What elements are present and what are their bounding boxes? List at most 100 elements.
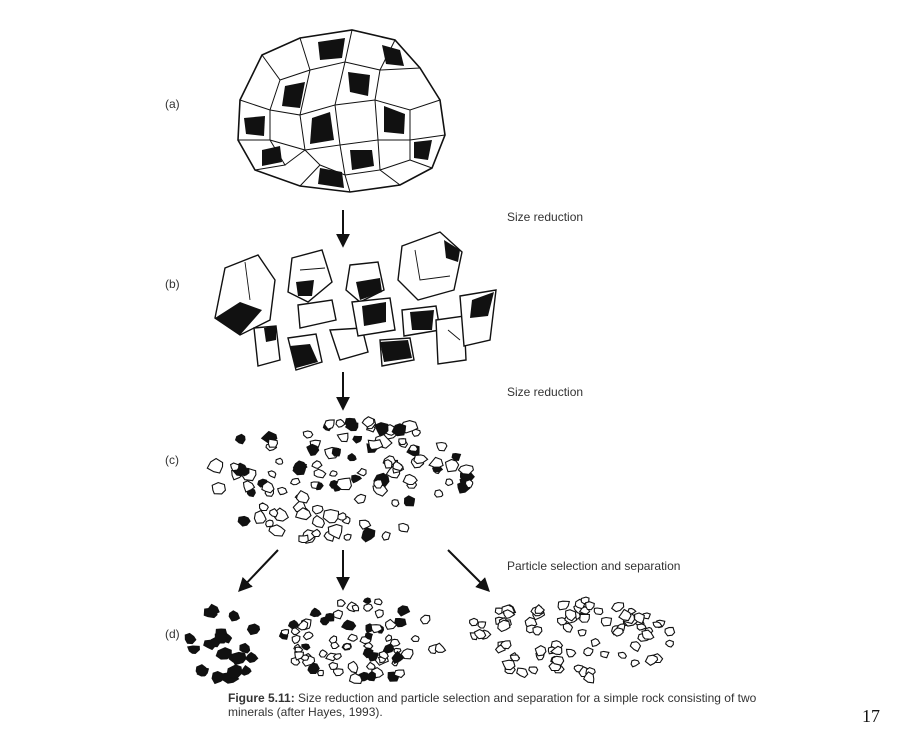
- light-particle: [323, 419, 335, 430]
- light-particle: [410, 634, 420, 642]
- light-particle: [337, 599, 347, 607]
- dark-particle: [341, 619, 357, 631]
- dark-particle: [234, 433, 246, 445]
- stage-label-c: (c): [165, 453, 179, 467]
- light-particle: [310, 528, 322, 538]
- dark-particle: [319, 616, 330, 626]
- light-particle: [600, 650, 610, 659]
- dark-particle: [361, 526, 376, 543]
- dark-particle: [206, 603, 220, 615]
- light-particle: [617, 651, 628, 659]
- dark-particle: [403, 495, 416, 507]
- step-label-size-reduction-2: Size reduction: [507, 385, 584, 399]
- light-particle: [294, 507, 312, 521]
- light-particle: [528, 666, 539, 675]
- step-label-size-reduction-1: Size reduction: [507, 210, 584, 224]
- dark-particle: [226, 664, 243, 679]
- dark-particle: [347, 453, 357, 462]
- light-particle: [229, 462, 240, 472]
- light-particle: [267, 438, 279, 448]
- dark-particle: [362, 597, 372, 604]
- stage-label-a: (a): [165, 97, 180, 111]
- separated-dark-mineral: [184, 603, 261, 685]
- particle-mixture: [206, 416, 475, 544]
- light-particle: [253, 509, 267, 524]
- light-particle: [381, 531, 391, 541]
- light-particle: [583, 671, 595, 684]
- step-label-separation: Particle selection and separation: [507, 559, 681, 573]
- light-particle: [428, 456, 444, 468]
- light-particle: [444, 478, 454, 487]
- light-particle: [389, 638, 401, 647]
- light-particle: [265, 519, 274, 528]
- light-particle: [464, 479, 474, 489]
- dark-particle: [246, 623, 261, 636]
- light-particle: [502, 609, 516, 620]
- light-particle: [359, 519, 372, 530]
- middlings-mixture: [278, 597, 447, 684]
- light-particle: [332, 653, 342, 661]
- page-number: 17: [862, 706, 880, 726]
- light-particle: [402, 473, 418, 486]
- light-particle: [316, 669, 324, 677]
- caption-label: Figure 5.11:: [228, 691, 295, 705]
- light-particle: [473, 628, 487, 640]
- light-particle: [590, 637, 601, 648]
- dark-particle: [344, 421, 359, 432]
- dark-particle: [331, 447, 341, 457]
- light-particle: [310, 481, 320, 490]
- dark-particle: [231, 651, 247, 666]
- light-particle: [327, 523, 343, 540]
- light-particle: [393, 669, 406, 679]
- dark-particle: [287, 619, 300, 630]
- dark-particle: [215, 647, 232, 660]
- light-particle: [434, 489, 444, 498]
- arrow-c-to-d-left: [238, 549, 279, 593]
- dark-particle: [240, 468, 250, 477]
- light-particle: [644, 654, 659, 666]
- light-particle: [311, 460, 323, 469]
- light-particle: [370, 624, 384, 634]
- dark-particle: [364, 632, 374, 641]
- dark-particle: [363, 670, 376, 682]
- light-particle: [343, 533, 352, 541]
- light-particle: [302, 430, 314, 439]
- stage-label-d: (d): [165, 627, 180, 641]
- light-particle: [328, 635, 338, 644]
- light-particle: [294, 651, 304, 661]
- dark-particle: [237, 515, 251, 527]
- light-particle: [295, 489, 310, 504]
- light-particle: [500, 640, 512, 650]
- light-particle: [291, 634, 301, 645]
- figure-caption: Figure 5.11: Size reduction and particle…: [228, 691, 768, 719]
- light-particle: [400, 648, 414, 660]
- light-particle: [242, 480, 256, 493]
- light-particle: [353, 493, 367, 505]
- light-particle: [593, 607, 604, 616]
- light-particle: [534, 604, 546, 614]
- dark-particle: [391, 423, 407, 437]
- light-particle: [629, 641, 642, 653]
- light-particle: [362, 641, 374, 650]
- dark-particle: [214, 631, 228, 644]
- light-particle: [549, 645, 563, 656]
- light-particle: [365, 661, 376, 670]
- light-particle: [411, 428, 421, 437]
- light-particle: [373, 479, 384, 489]
- light-particle: [664, 626, 676, 637]
- dark-particle: [244, 651, 259, 663]
- light-particle: [384, 618, 398, 630]
- light-particle: [610, 601, 625, 613]
- dark-particle: [309, 607, 322, 618]
- light-particle: [501, 659, 516, 671]
- light-particle: [267, 470, 277, 479]
- light-particle: [408, 444, 419, 452]
- light-particle: [413, 454, 429, 465]
- light-particle: [277, 486, 288, 496]
- light-particle: [261, 480, 275, 494]
- light-particle: [363, 603, 374, 612]
- dark-particle: [184, 632, 197, 645]
- light-particle: [419, 614, 431, 625]
- light-particle: [434, 642, 447, 653]
- rock-whole: [237, 29, 446, 193]
